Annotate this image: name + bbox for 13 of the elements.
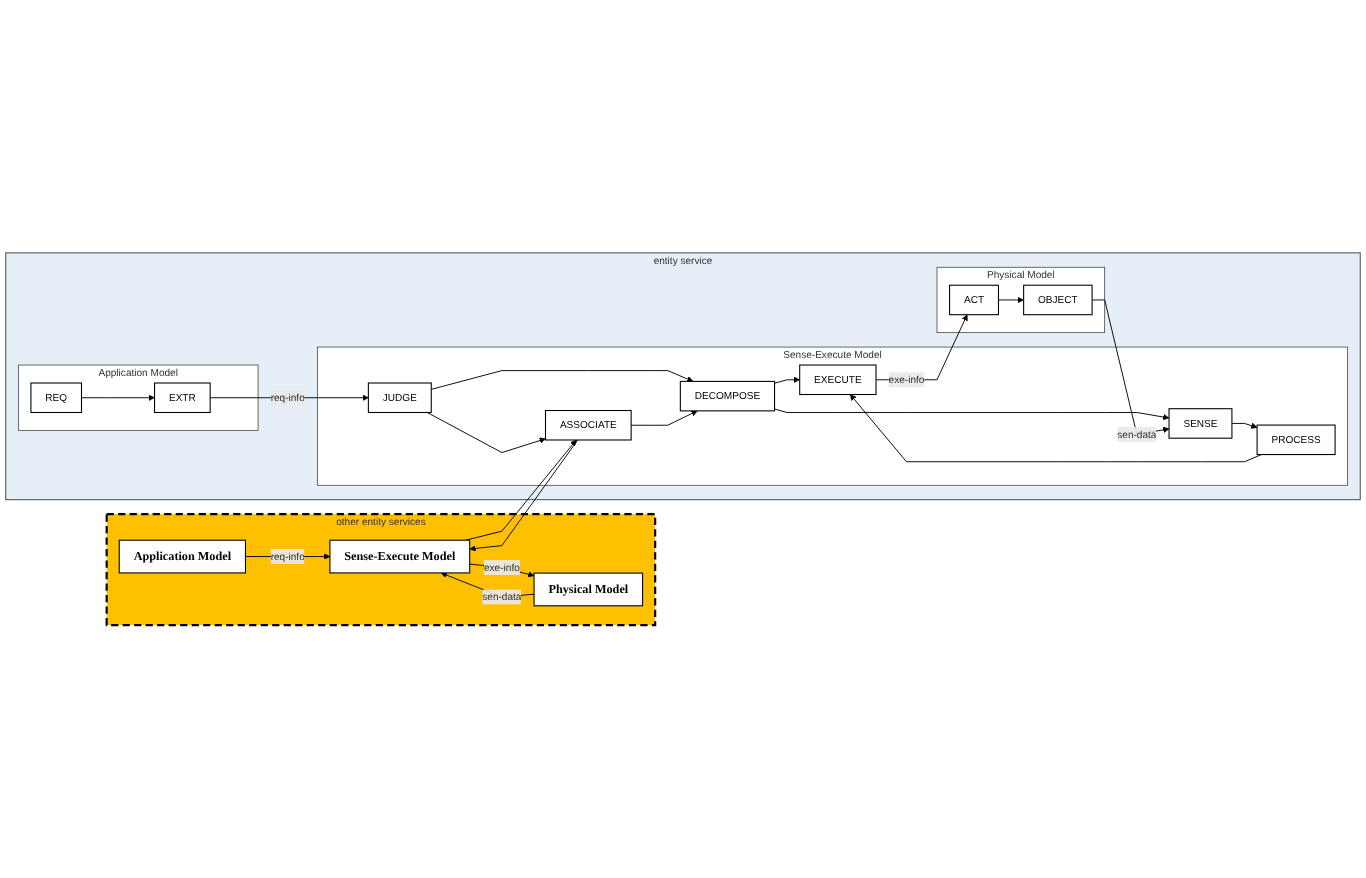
- node-box: [949, 284, 999, 316]
- node-box: [329, 539, 471, 574]
- node-box: [30, 382, 83, 414]
- node-box: [544, 409, 632, 441]
- node-box: [154, 382, 211, 414]
- node-box: [1168, 408, 1233, 439]
- node-box: [533, 572, 644, 607]
- node-box: [799, 364, 877, 396]
- node-box: [118, 539, 246, 574]
- node-box: [1256, 424, 1336, 456]
- node-box: [367, 382, 432, 414]
- node-box: [679, 380, 776, 412]
- node-box: [1023, 284, 1093, 316]
